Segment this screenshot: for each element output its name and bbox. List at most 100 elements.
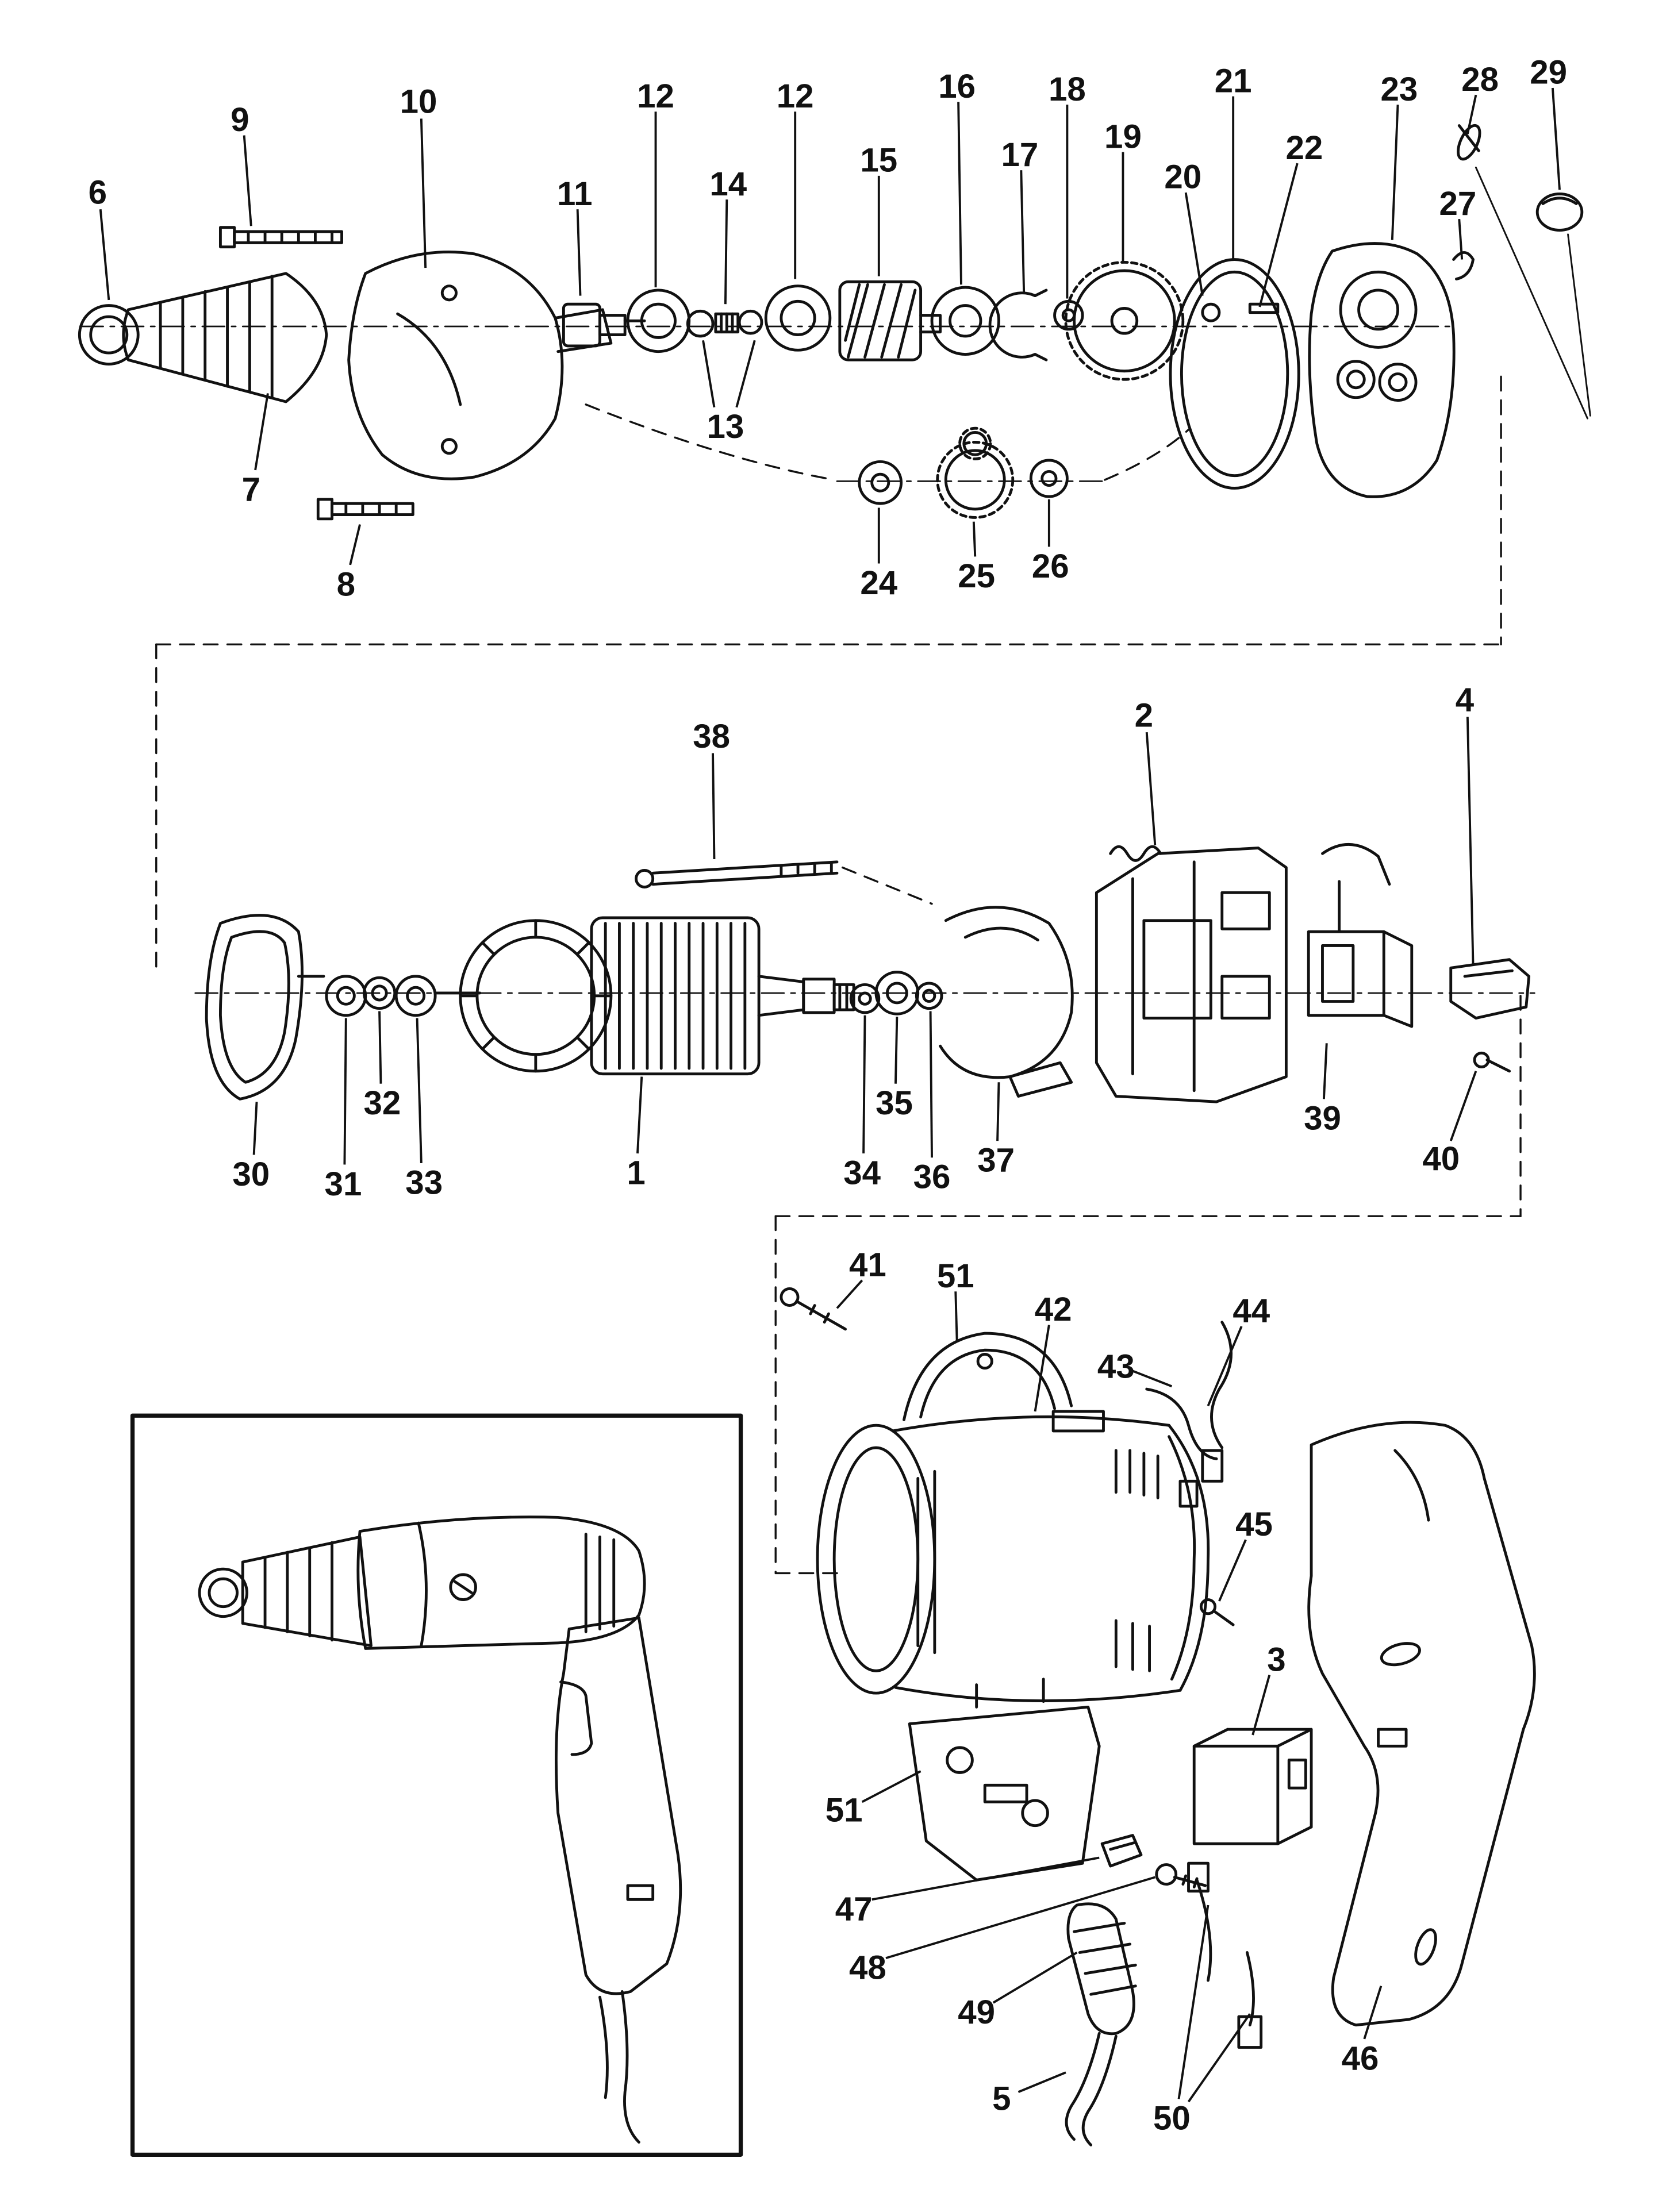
callout-leader-line	[99, 209, 110, 301]
callout-23-15: 23	[1381, 71, 1418, 240]
part-10-gearcase	[347, 251, 613, 480]
part-7-nose-cone	[122, 272, 328, 403]
callout-label: 10	[400, 83, 437, 121]
part-34-35-36-bearing-set	[849, 971, 943, 1015]
callout-leader-line	[243, 135, 252, 226]
callout-31-29: 31	[325, 1018, 362, 1203]
callout-3-45: 3	[1251, 1641, 1286, 1736]
part-26-washer	[1029, 459, 1069, 498]
callout-leader-line	[252, 1102, 258, 1155]
callout-label: 30	[232, 1156, 270, 1193]
callout-14-5: 14	[709, 166, 747, 305]
callout-leader-line	[712, 753, 716, 860]
callout-leader-line	[871, 1856, 1100, 1901]
callout-41-39: 41	[836, 1247, 886, 1309]
callout-38-25: 38	[693, 718, 730, 860]
callout-33-31: 33	[405, 1018, 443, 1201]
callout-label: 17	[1001, 136, 1039, 174]
callout-label: 51	[826, 1791, 863, 1829]
callout-leader-line	[724, 199, 728, 305]
callout-46-52: 46	[1342, 1986, 1383, 2077]
callout-leader-line	[420, 118, 427, 268]
callout-leader-line	[1258, 163, 1299, 307]
callout-label: 29	[1530, 54, 1567, 91]
callout-21-13: 21	[1215, 62, 1252, 260]
callout-label: 27	[1439, 185, 1476, 222]
callout-34-33: 34	[843, 1015, 881, 1191]
callout-leader-line	[1020, 170, 1026, 293]
callout-leader-line	[1187, 2013, 1251, 2103]
callout-label: 12	[637, 78, 674, 115]
callout-label: 36	[913, 1159, 951, 1196]
callout-label: 49	[958, 1994, 995, 2031]
part-31-washer	[325, 975, 367, 1017]
part-30-gasket-cover	[205, 914, 325, 1101]
callout-leader-line	[996, 1082, 1000, 1141]
part-45-screw	[1199, 1598, 1235, 1626]
callout-leader-line	[1363, 1986, 1383, 2040]
callout-6-0: 6	[89, 174, 110, 301]
part-3-switch	[1192, 1728, 1313, 1845]
callout-leader-line	[254, 393, 269, 471]
callout-29-17: 29	[1530, 54, 1567, 190]
callout-leader-line	[1251, 1675, 1271, 1736]
inset-box	[130, 1413, 743, 2157]
callout-50-51: 50	[1153, 1905, 1251, 2137]
callout-12-6: 12	[777, 78, 814, 279]
part-8-screw	[316, 498, 414, 521]
part-32-washer	[362, 976, 397, 1010]
callout-label: 44	[1233, 1292, 1270, 1330]
part-6-front-ring	[78, 304, 140, 366]
bottom-assembly	[780, 1287, 1536, 2146]
part-15-pinion-sleeve	[838, 280, 942, 361]
part-13-14-washer-set	[686, 309, 763, 338]
part-24-washer	[858, 460, 903, 505]
callout-13-21: 13	[702, 340, 756, 445]
callout-47-47: 47	[835, 1856, 1100, 1928]
callout-24-22: 24	[860, 507, 898, 602]
callout-10-2: 10	[400, 83, 437, 268]
callout-label: 22	[1286, 129, 1323, 167]
middle-assembly	[205, 843, 1531, 1103]
callout-2-26: 2	[1135, 697, 1157, 845]
callout-leader-line	[1184, 192, 1204, 296]
part-23-end-bracket	[1308, 242, 1456, 498]
callout-label: 31	[325, 1165, 362, 1203]
part-19-gear	[1064, 260, 1185, 381]
callout-label: 39	[1304, 1100, 1341, 1137]
callout-label: 45	[1235, 1506, 1273, 1543]
callout-label: 12	[777, 78, 814, 115]
callout-label: 42	[1035, 1291, 1072, 1328]
part-51-inner-bracket	[908, 1678, 1101, 1882]
part-27-clip	[1452, 251, 1475, 280]
part-37-baffle	[939, 906, 1074, 1098]
callout-30-28: 30	[232, 1102, 270, 1193]
top-assembly	[78, 124, 1591, 521]
callout-label: 8	[337, 565, 355, 603]
callout-32-30: 32	[364, 1011, 401, 1122]
callout-label: 35	[876, 1084, 913, 1122]
callout-label: 28	[1461, 61, 1499, 98]
callout-27-18: 27	[1439, 185, 1476, 260]
callout-leader-line	[1177, 1905, 1210, 2099]
callout-label: 16	[938, 68, 976, 105]
callout-26-24: 26	[1032, 499, 1069, 585]
callout-leader-line	[1466, 717, 1475, 965]
callout-leader-line	[1218, 1539, 1247, 1602]
callout-leader-line	[636, 1076, 643, 1154]
callout-leader-line	[576, 209, 582, 296]
callout-7-19: 7	[242, 393, 269, 508]
callout-11-3: 11	[557, 175, 593, 296]
callout-12-4: 12	[637, 78, 674, 288]
callout-leader-line	[702, 340, 716, 408]
callout-leader-line	[954, 1291, 958, 1342]
part-1-armature	[459, 916, 855, 1076]
part-49-cord-protector	[1066, 1902, 1137, 2036]
callout-leader-line	[957, 102, 962, 285]
callout-label: 24	[860, 564, 897, 602]
center-lines	[80, 325, 1535, 994]
callout-label: 38	[693, 718, 730, 755]
part-51-top-strap	[903, 1332, 1073, 1421]
callout-40-38: 40	[1422, 1071, 1477, 1178]
callout-leader-line	[929, 1011, 933, 1158]
